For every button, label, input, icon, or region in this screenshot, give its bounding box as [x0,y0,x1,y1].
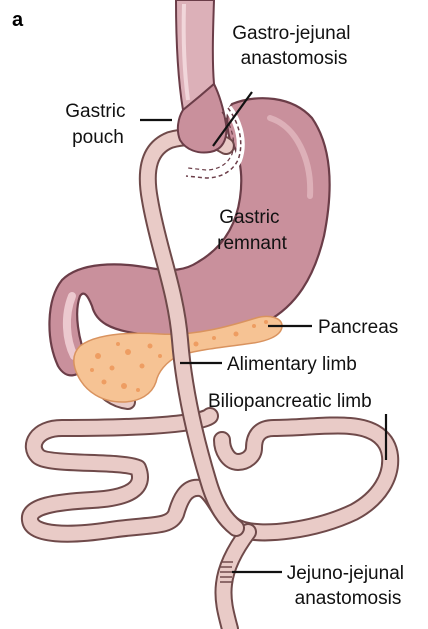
common-channel [223,532,248,629]
jejuno-jejunal-label-line1: Jejuno-jejunal [287,563,404,584]
gastric-remnant-label-line2: remnant [217,233,287,254]
gastric-remnant-label-line1: Gastric [219,207,279,228]
jejuno-jejunal-label-line2: anastomosis [295,588,402,609]
alimentary-limb-label: Alimentary limb [227,354,357,375]
gastric-pouch-label-line1: Gastric [65,101,125,122]
gastric-pouch-label-line2: pouch [72,127,124,148]
gastro-jejunal-label-line2: anastomosis [241,48,348,69]
panel-letter: a [12,9,24,31]
biliopancreatic-limb-label: Biliopancreatic limb [208,391,372,412]
pancreas-label: Pancreas [318,317,398,338]
jejuno-jejunal-anastomosis-label: Jejuno-jejunal anastomosis [287,563,410,609]
gastro-jejunal-anastomosis-label: Gastro-jejunal anastomosis [232,23,356,69]
gastric-pouch-label: Gastric pouch [65,101,130,148]
gastro-jejunal-label-line1: Gastro-jejunal [232,23,350,44]
